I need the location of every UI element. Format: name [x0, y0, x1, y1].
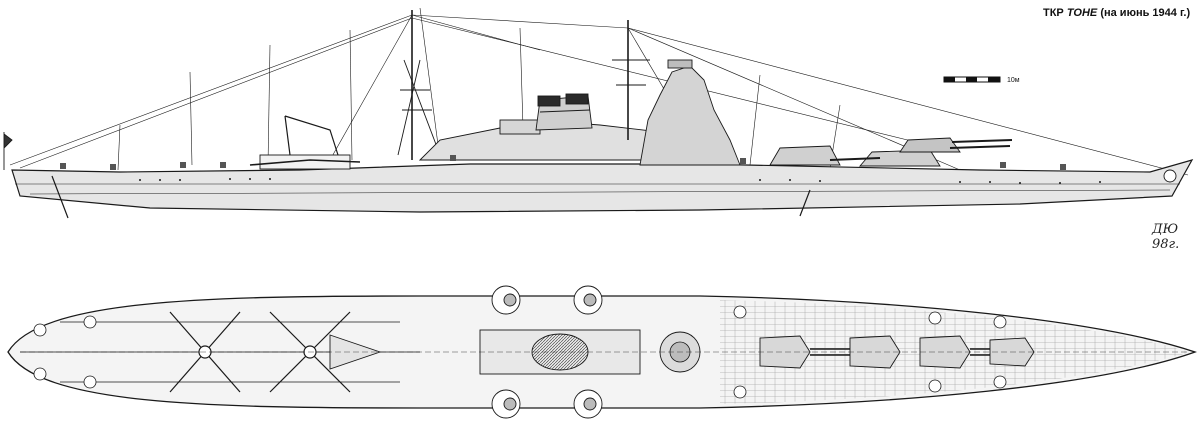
deck-plan-view: [7, 285, 1197, 419]
portholes: [139, 178, 1101, 184]
deck-aa-positions: [33, 305, 1007, 399]
hull-profile: [11, 159, 1194, 213]
title-prefix: ТКР: [1043, 7, 1064, 19]
rangefinder: [667, 59, 693, 69]
aircraft-crane: [284, 115, 339, 156]
catapult: [249, 159, 361, 166]
searchlight-platform: [499, 119, 541, 135]
paravane: [51, 175, 811, 219]
author-signature: ДЮ 98г.: [1152, 222, 1180, 252]
main-turrets-plan: [759, 335, 1035, 369]
rigging-wires: [9, 7, 1189, 176]
drawing-title: ТКР ТОНЕ (на июнь 1944 г.): [1043, 7, 1197, 19]
forward-turrets: [769, 137, 1013, 167]
side-profile-view: [3, 7, 1194, 219]
scale-bar: 10м: [943, 76, 1020, 84]
bridge-tower: [639, 65, 741, 166]
scale-bar-label: 10м: [1007, 77, 1020, 84]
aa-mounts-plan: [491, 285, 603, 419]
foremast: [612, 20, 650, 140]
anchor-hawse: [1163, 169, 1177, 183]
aa-guns: [60, 155, 1066, 170]
ship-name: ТОНЕ: [1066, 7, 1098, 19]
title-date: (на июнь 1944 г.): [1100, 7, 1191, 19]
aft-deckhouse: [259, 154, 351, 170]
funnel: [535, 93, 593, 131]
ensign: [3, 132, 13, 170]
main-mast: [397, 10, 441, 160]
